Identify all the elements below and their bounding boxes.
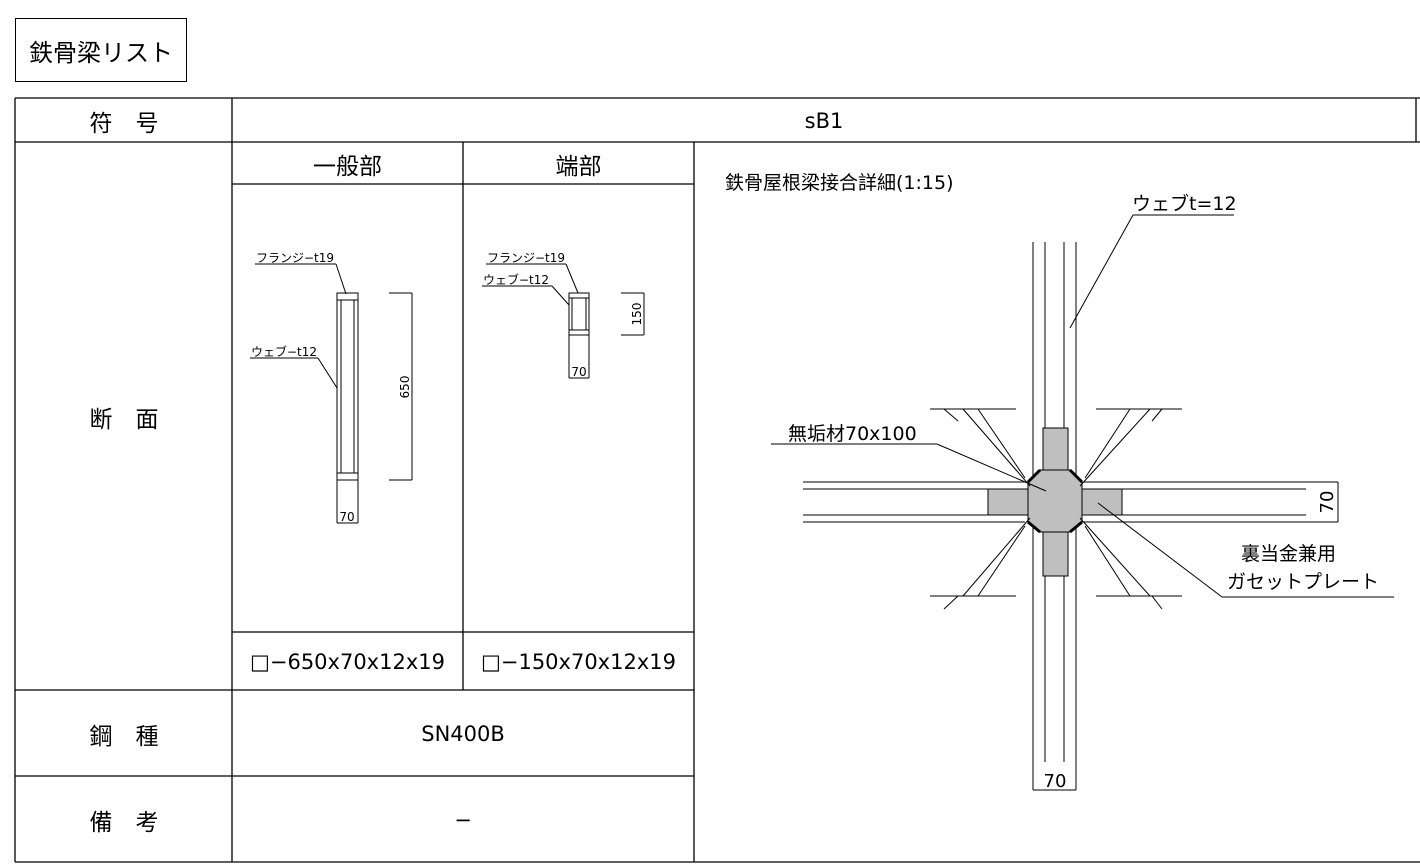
- detail-dimensions: [1032, 481, 1339, 791]
- end-section-drawing: [482, 263, 645, 379]
- end-width-dim: 70: [571, 365, 586, 379]
- general-section-labels: フランジ−t19 ウェブ−t12 650 70: [251, 251, 412, 524]
- web-thickness-label: ウェブt=12: [1132, 192, 1237, 215]
- joint-weld-symbols: [930, 408, 1182, 610]
- row-header-symbol: 符 号: [89, 110, 159, 137]
- end-web-label: ウェブ−t12: [483, 272, 549, 287]
- general-height-dim: 650: [398, 376, 412, 399]
- gusset-label-line1: 裏当金兼用: [1241, 543, 1336, 565]
- detail-dim-bottom: 70: [1044, 771, 1067, 792]
- gusset-plate: [987, 427, 1123, 577]
- row-header-steel-grade: 鋼 種: [89, 723, 159, 750]
- column-header-end: 端部: [555, 153, 602, 180]
- general-flange-label: フランジ−t19: [256, 251, 334, 265]
- detail-dim-right: 70: [1317, 491, 1338, 514]
- joint-weld-marks: [1026, 468, 1084, 534]
- detail-title: 鉄骨屋根梁接合詳細(1:15): [725, 172, 954, 194]
- solid-bar-label: 無垢材70x100: [788, 423, 917, 445]
- end-section-labels: フランジ−t19 ウェブ−t12 150 70: [483, 251, 644, 379]
- symbol-value: sB1: [804, 108, 844, 133]
- end-flange-label: フランジ−t19: [487, 251, 565, 265]
- gusset-label-line2: ガセットプレート: [1227, 571, 1379, 593]
- table-grid: [14, 97, 1420, 863]
- end-height-dim: 150: [630, 303, 644, 326]
- general-width-dim: 70: [339, 510, 354, 524]
- general-web-label: ウェブ−t12: [251, 344, 317, 359]
- remarks-value: −: [454, 807, 472, 832]
- column-header-general: 一般部: [313, 153, 382, 180]
- end-section-spec: □−150x70x12x19: [481, 649, 676, 674]
- detail-labels: 鉄骨屋根梁接合詳細(1:15) ウェブt=12 無垢材70x100 裏当金兼用 …: [725, 172, 1379, 792]
- page-title: 鉄骨梁リスト: [15, 18, 187, 82]
- row-header-section: 断 面: [89, 406, 159, 433]
- row-header-remarks: 備 考: [89, 809, 159, 836]
- general-section-spec: □−650x70x12x19: [250, 649, 445, 674]
- general-section-drawing: [250, 263, 413, 524]
- detail-leaders: [771, 214, 1394, 598]
- steel-grade-value: SN400B: [421, 721, 505, 746]
